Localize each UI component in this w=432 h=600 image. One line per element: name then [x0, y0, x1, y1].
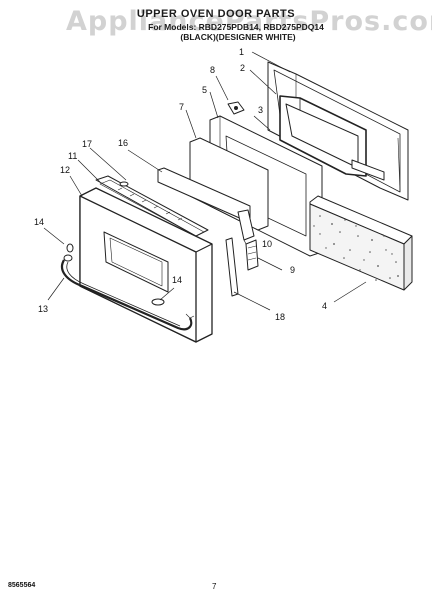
callout-14-left: 14	[34, 217, 45, 227]
page-title: UPPER OVEN DOOR PARTS	[136, 8, 296, 20]
callout-17: 17	[82, 139, 93, 149]
part-14-end-caps	[66, 243, 165, 306]
callout-10: 10	[262, 239, 273, 249]
part-11-17-top-trim	[95, 175, 209, 237]
part-8-clip	[227, 101, 245, 115]
callout-12: 12	[60, 165, 71, 175]
footer-document-code: 8565564	[8, 582, 36, 589]
callout-7: 7	[179, 102, 185, 112]
page-subtitle: For Models: RBD275PDB14, RBD275PDQ14	[148, 22, 324, 32]
callout-8: 8	[210, 65, 216, 75]
callout-14-right: 14	[172, 275, 183, 285]
part-10-channel	[237, 209, 255, 241]
part-12-outer-door	[79, 187, 213, 343]
part-3-bracket	[351, 159, 385, 181]
callout-4: 4	[322, 301, 328, 311]
leader-lines	[43, 51, 367, 311]
callout-13: 13	[38, 304, 49, 314]
page-subtitle-colors: (BLACK)(DESIGNER WHITE)	[180, 32, 296, 42]
callout-9: 9	[290, 265, 296, 275]
callout-18: 18	[275, 312, 286, 322]
callout-2: 2	[240, 63, 246, 73]
part-4-insulation	[309, 195, 413, 291]
part-9-hinge-bracket	[245, 239, 259, 271]
part-18-side-trim	[225, 237, 239, 297]
callout-3: 3	[258, 105, 264, 115]
callout-5: 5	[202, 85, 208, 95]
part-13-handle	[60, 254, 193, 331]
callout-1: 1	[239, 47, 245, 57]
callout-11: 11	[68, 151, 78, 161]
page-number: 7	[212, 582, 217, 591]
watermark-text: AppliancePartsPros.com	[66, 6, 432, 37]
callout-16: 16	[118, 138, 129, 148]
